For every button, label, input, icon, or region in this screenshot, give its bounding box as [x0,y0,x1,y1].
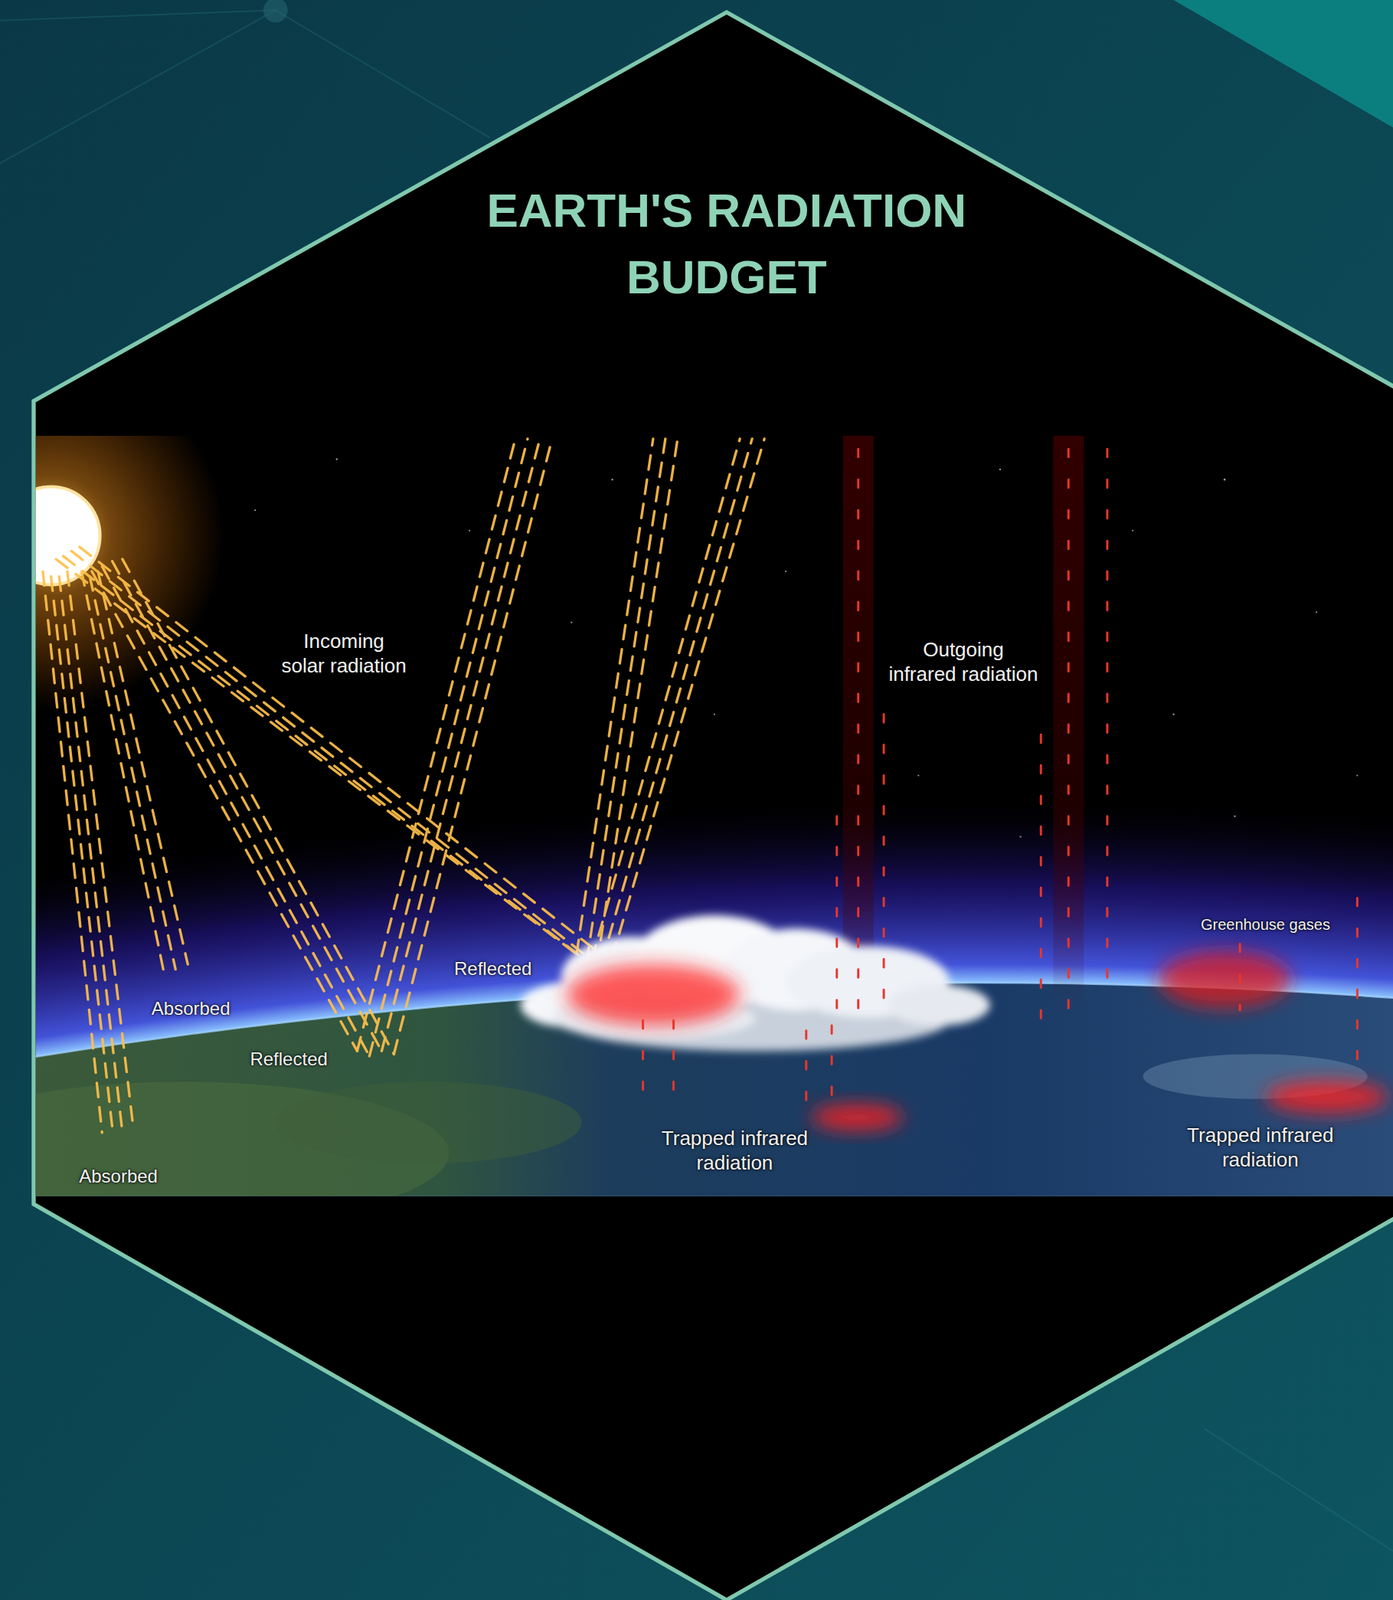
solar-ray [601,438,753,962]
solar-ray [89,576,176,970]
solar-ray [79,546,608,959]
infrared-ray [830,1025,834,1102]
infrared-ray [1239,943,1242,1011]
star [1315,611,1318,613]
infrared-ray [1356,897,1359,1082]
diagram-label: Outgoing infrared radiation [883,636,1044,687]
diagram-label: Absorbed [78,1164,158,1188]
cloud-heat [566,964,741,1026]
star [336,457,338,460]
network-lines [1203,1428,1393,1551]
solar-ray [42,438,765,1133]
atmosphere-glow [35,792,1393,1196]
star [1131,529,1134,532]
infrared-ray [672,1020,675,1092]
infrared-column [1052,435,1084,1008]
star [917,774,919,776]
star [254,509,256,511]
diagram-label: Absorbed [151,997,231,1021]
star [1356,774,1358,776]
network-lines [0,9,276,164]
diagram-label: Greenhouse gases [1200,915,1331,935]
greenhouse-gas-blob [1158,951,1292,1009]
network-lines [0,9,276,20]
infrared-ray [835,816,838,1021]
solar-ray [591,438,740,959]
sun [35,486,101,585]
diagram-title: EARTH'S RADIATION BUDGET [451,177,1003,311]
infrared-ray [856,448,860,1021]
star [713,713,716,716]
solar-ray [612,438,766,958]
network-node [263,0,288,23]
star [784,570,787,573]
cloud [520,915,991,1051]
star [468,529,471,532]
solar-ray [67,571,133,1122]
solar-ray [586,438,666,962]
trapped-heat [810,1104,903,1132]
solar-ray [51,576,113,1128]
star [1223,478,1227,481]
solar-ray [597,438,678,965]
star [611,478,613,481]
land-patch [275,1081,583,1164]
diagram-label: Trapped infrared radiation [1180,1121,1341,1172]
diagram-label: Incoming solar radiation [264,627,424,678]
corner-accent [1173,0,1393,128]
diagram-label: Trapped infrared radiation [654,1124,815,1175]
solar-ray [58,576,123,1133]
solar-ray [63,555,588,962]
infrared-ray [643,448,1358,1107]
infrared-ray [1039,734,1043,1021]
infrared-ray [804,1030,808,1108]
solar-ray [55,559,577,955]
infrared-ray [1067,448,1070,1011]
network-lines [275,9,491,138]
solar-ray [42,571,102,1133]
star [254,457,1358,838]
star [999,468,1001,471]
infrared-ray [641,1020,645,1102]
diagram-label: Reflected [249,1047,327,1071]
star [570,621,573,624]
solar-ray [393,438,553,1054]
earth-panel [35,435,1393,1197]
solar-ray [71,550,597,965]
infrared-ray [1105,448,1109,1000]
infrared-ray [882,714,886,1021]
trapped-heat [1265,1080,1388,1114]
diagram-label: Reflected [454,957,532,981]
cloud [887,984,990,1026]
star [1172,712,1174,715]
solar-ray [381,438,540,1051]
